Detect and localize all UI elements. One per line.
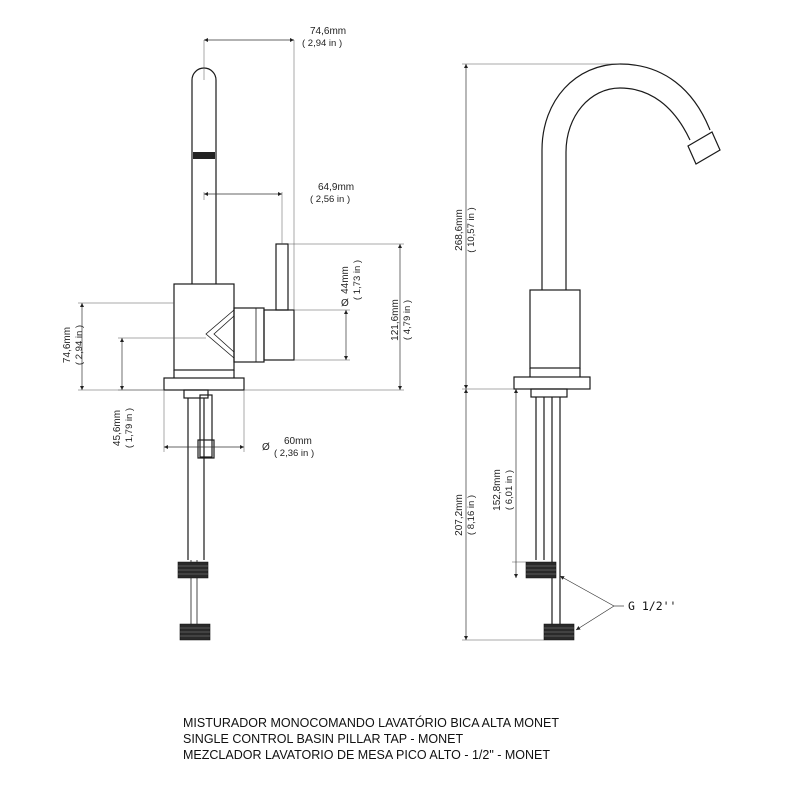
dim-base-dia-in: ( 2,36 in ) (274, 448, 314, 459)
dim-lever-dia-symbol: Ø (341, 298, 349, 309)
dim-lever-dia-in: ( 1,73 in ) (352, 260, 363, 300)
spout-inner (565, 87, 691, 286)
dim-lever-dia-mm: 44mm (340, 266, 351, 294)
dim-base-dia-symbol: Ø (262, 442, 270, 453)
dim-spout-reach-in: ( 2,56 in ) (310, 194, 350, 205)
dim-lever-height-mm: 74,6mm (62, 327, 73, 363)
side-body (529, 289, 581, 369)
dim-hose-length-mm: 207,2mm (454, 494, 465, 536)
shank-top (183, 389, 209, 399)
dim-shank-length-in: ( 6,01 in ) (504, 470, 515, 510)
dim-base-height-in: ( 1,79 in ) (124, 408, 135, 448)
dim-top-width-in: ( 2,94 in ) (302, 38, 342, 49)
caption-line-2: SINGLE CONTROL BASIN PILLAR TAP - MONET (183, 732, 464, 746)
lever-cylinder (263, 309, 295, 361)
dim-total-height-mm: 268,6mm (454, 209, 465, 251)
front-view: 74,6mm ( 2,94 in ) 64,9mm ( 2,56 in ) 44… (62, 26, 413, 641)
dim-lever-height-in: ( 2,94 in ) (74, 325, 85, 365)
dim-top-width-mm: 74,6mm (310, 26, 346, 37)
dim-total-height-in: ( 10,57 in ) (466, 207, 477, 252)
spout-tube (191, 67, 217, 280)
dim-body-height-in: ( 4,79 in ) (402, 300, 413, 340)
body-chevron-inner (213, 315, 235, 353)
leader-lower-thread (575, 605, 615, 631)
body-chevron (205, 309, 235, 359)
lever-handle (275, 243, 289, 311)
thread-size-label: G 1/2'' (628, 599, 676, 613)
dim-body-height-mm: 121,6mm (390, 299, 401, 341)
dim-base-dia-mm: 60mm (284, 436, 312, 447)
caption-line-3: MEZCLADOR LAVATORIO DE MESA PICO ALTO - … (183, 748, 550, 762)
spout-outer (541, 63, 711, 286)
caption-line-1: MISTURADOR MONOCOMANDO LAVATÓRIO BICA AL… (183, 715, 559, 730)
side-base (513, 376, 591, 390)
base-plate (163, 377, 245, 391)
stud-bolt (199, 394, 213, 458)
dim-shank-length-mm: 152,8mm (492, 469, 503, 511)
side-view: 268,6mm ( 10,57 in ) 207,2mm ( 8,16 in )… (454, 63, 721, 641)
caption: MISTURADOR MONOCOMANDO LAVATÓRIO BICA AL… (183, 715, 559, 762)
leader-upper-thread (559, 575, 615, 607)
spout-tip (687, 131, 721, 165)
dim-spout-reach-mm: 64,9mm (318, 182, 354, 193)
faucet-body (173, 283, 235, 371)
dim-hose-length-in: ( 8,16 in ) (466, 495, 477, 535)
lever-cap (233, 307, 265, 363)
dim-base-height-mm: 45,6mm (112, 410, 123, 446)
side-shank-top (530, 388, 568, 398)
spout-aerator (193, 152, 215, 159)
